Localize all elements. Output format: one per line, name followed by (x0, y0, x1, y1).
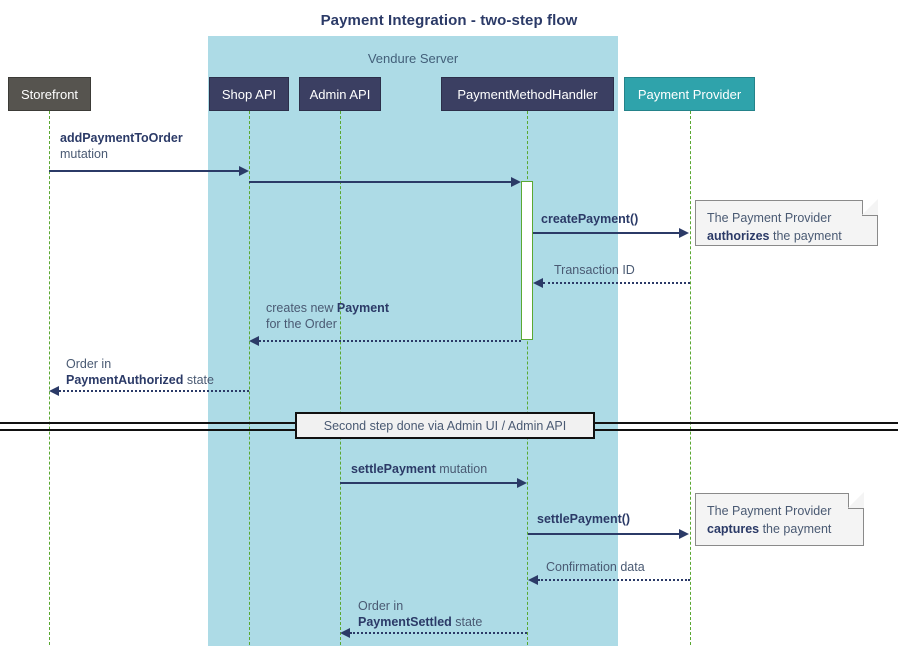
participant-shop-api[interactable]: Shop API (209, 77, 289, 111)
message-label-settle-payment-call: settlePayment() (537, 511, 630, 527)
arrowhead-right-icon (679, 529, 689, 539)
activation-bar-payment-method-handler (521, 181, 533, 340)
message-label-plain: Order in (358, 599, 404, 613)
message-arrow-transaction-id (543, 282, 690, 284)
message-label-plain-2: state (451, 615, 483, 629)
participant-payment-method-handler[interactable]: PaymentMethodHandler (441, 77, 614, 111)
message-arrow-order-payment-settled (350, 632, 527, 634)
message-label-add-payment-to-order: addPaymentToOrder mutation (60, 130, 183, 162)
note-line-2-bold: authorizes (707, 229, 770, 243)
page-title: Payment Integration - two-step flow (320, 12, 578, 29)
message-label-order-payment-settled: Order in PaymentSettled state (358, 598, 482, 630)
message-label-confirmation-data: Confirmation data (546, 559, 645, 575)
lifeline-storefront (49, 111, 50, 645)
message-label-bold: Payment (336, 301, 389, 315)
note-line-2-bold: captures (707, 522, 760, 536)
message-label-plain: mutation (435, 462, 488, 476)
arrowhead-right-icon (239, 166, 249, 176)
message-arrow-creates-new-payment (259, 340, 521, 342)
arrowhead-left-icon (49, 386, 59, 396)
participant-admin-api[interactable]: Admin API (299, 77, 381, 111)
message-label-bold: PaymentAuthorized (66, 373, 184, 387)
note-line-1: The Payment Provider (707, 211, 832, 225)
message-label-bold: createPayment() (541, 212, 639, 226)
message-arrow-order-payment-authorized (59, 390, 249, 392)
divider-label-box: Second step done via Admin UI / Admin AP… (295, 412, 595, 439)
message-label-plain: creates new (266, 301, 337, 315)
lifeline-payment-method-handler (527, 111, 528, 645)
message-label-create-payment: createPayment() (541, 211, 638, 227)
arrowhead-right-icon (517, 478, 527, 488)
message-arrow-shop-api-to-handler (249, 181, 512, 183)
lifeline-shop-api (249, 111, 250, 645)
message-label-plain: Confirmation data (546, 560, 645, 574)
message-arrow-settle-payment-call (528, 533, 680, 535)
message-label-settle-payment-mutation: settlePayment mutation (351, 461, 487, 477)
lifeline-admin-api (340, 111, 341, 645)
message-label-creates-new-payment: creates new Payment for the Order (266, 300, 389, 332)
arrowhead-left-icon (249, 336, 259, 346)
arrowhead-left-icon (533, 278, 543, 288)
arrowhead-right-icon (511, 177, 521, 187)
message-label-bold: PaymentSettled (358, 615, 452, 629)
message-label-bold: settlePayment() (537, 512, 631, 526)
arrowhead-left-icon (528, 575, 538, 585)
message-arrow-settle-payment-mutation (340, 482, 518, 484)
message-arrow-confirmation-data (538, 579, 690, 581)
note-fold-corner-icon (848, 492, 864, 509)
message-label-bold: settlePayment (351, 462, 436, 476)
message-label-plain: Transaction ID (554, 263, 635, 277)
message-label-order-payment-authorized: Order in PaymentAuthorized state (66, 356, 214, 388)
vendure-server-label: Vendure Server (367, 51, 459, 66)
message-label-bold: addPaymentToOrder (60, 131, 183, 145)
arrowhead-left-icon (340, 628, 350, 638)
message-label-plain: mutation (60, 147, 108, 161)
message-label-transaction-id: Transaction ID (554, 262, 635, 278)
message-label-plain: Order in (66, 357, 112, 371)
participant-payment-provider[interactable]: Payment Provider (624, 77, 755, 111)
note-authorizes: The Payment Provider authorizes the paym… (695, 199, 878, 246)
note-fold-corner-icon (862, 199, 878, 216)
message-arrow-create-payment (533, 232, 680, 234)
message-arrow-add-payment-to-order (49, 170, 240, 172)
arrowhead-right-icon (679, 228, 689, 238)
note-line-1: The Payment Provider (707, 504, 832, 518)
lifeline-payment-provider (690, 111, 691, 645)
note-captures: The Payment Provider captures the paymen… (695, 492, 864, 546)
participant-storefront[interactable]: Storefront (8, 77, 91, 111)
message-label-plain-2: state (183, 373, 214, 387)
note-line-2-plain: the payment (759, 522, 832, 536)
message-label-plain-2: for the Order (266, 317, 337, 331)
note-line-2-plain: the payment (769, 229, 842, 243)
